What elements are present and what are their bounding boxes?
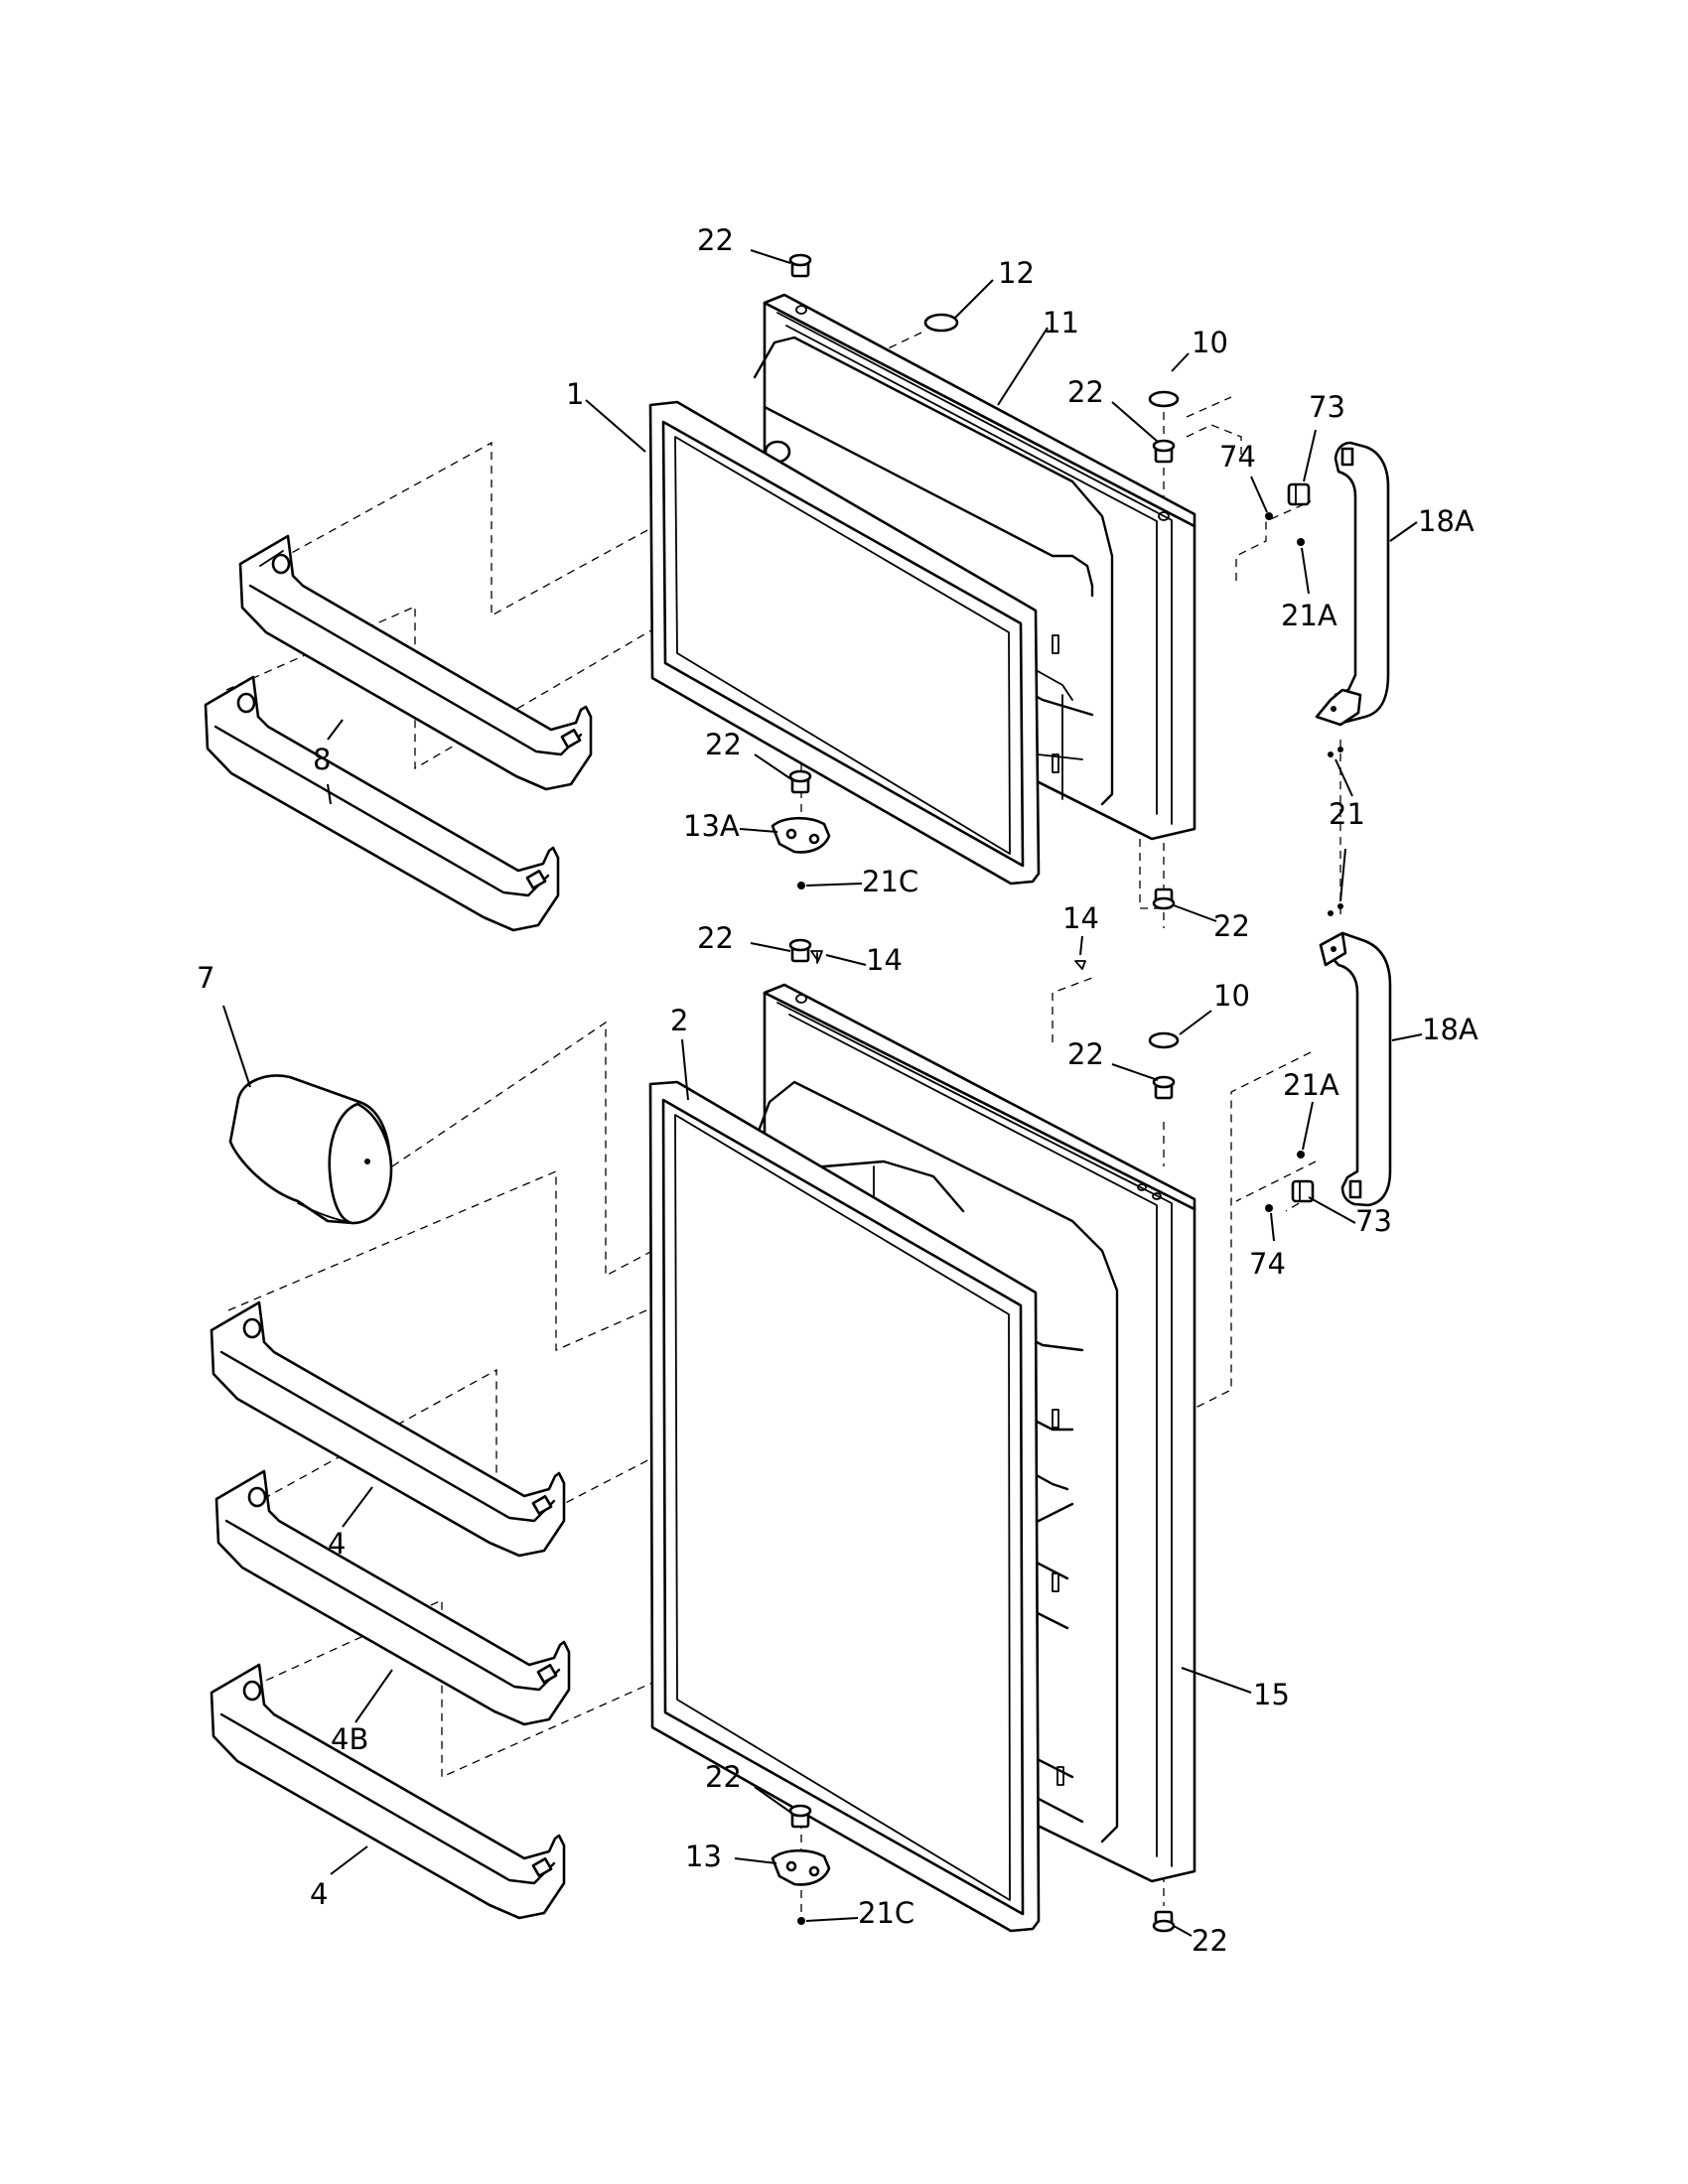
hardware: [771, 253, 1343, 1933]
shoulder-screw-fresh-right: [1152, 1075, 1176, 1100]
freezer-door-gasket: [648, 400, 1041, 886]
label-13A: 13A: [683, 809, 740, 843]
label-22-fresh-right: 22: [1192, 1924, 1228, 1958]
label-18A-lower: 18A: [1422, 1013, 1478, 1046]
label-22-lower-right: 22: [1067, 1037, 1104, 1071]
shoulder-screw-fresh-top: [788, 938, 812, 963]
label-15: 15: [1253, 1678, 1290, 1711]
shoulder-screw-freezer-bottom: [788, 769, 812, 794]
label-8: 8: [313, 743, 331, 776]
label-21C-lower: 21C: [858, 1896, 914, 1930]
label-2: 2: [670, 1004, 688, 1037]
label-4B: 4B: [331, 1722, 368, 1756]
clip-73-lower: [1291, 1179, 1315, 1203]
fresh-food-door-gasket: [648, 1080, 1041, 1933]
label-73-lower: 73: [1355, 1204, 1392, 1238]
shoulder-screw-freezer-lower-right: [1152, 887, 1176, 910]
label-22-freezer-right: 22: [1213, 909, 1250, 943]
label-21A-top: 21A: [1281, 599, 1337, 632]
door-bin-8-lower: [204, 675, 560, 932]
label-22-top: 22: [697, 223, 734, 257]
door-bin-4-lower: [210, 1663, 566, 1920]
door-bin-8-upper: [238, 534, 593, 791]
label-21C-top: 21C: [862, 865, 918, 898]
freezer-door: [753, 293, 1196, 841]
freezer-handle: [1315, 441, 1390, 727]
label-1: 1: [566, 377, 584, 411]
label-13: 13: [685, 1840, 722, 1873]
label-10-top: 10: [1192, 326, 1228, 359]
hinge-13A: [771, 816, 831, 854]
shoulder-screw-fresh-bottom: [788, 1804, 812, 1829]
label-74-top: 74: [1219, 440, 1256, 474]
label-21A-lower: 21A: [1283, 1068, 1339, 1102]
door-bin-4-upper: [210, 1300, 566, 1558]
door-bin-4B: [214, 1469, 571, 1726]
plug-12: [923, 313, 959, 333]
label-11: 11: [1043, 306, 1079, 340]
shoulder-screw-freezer-right: [1152, 439, 1176, 464]
label-74-lower: 74: [1249, 1247, 1286, 1281]
label-22-fresh-hinge: 22: [705, 1760, 742, 1794]
fresh-food-handle: [1319, 931, 1392, 1207]
plug-10-lower: [1148, 1031, 1180, 1049]
label-21: 21: [1329, 797, 1365, 831]
label-4-upper: 4: [328, 1527, 346, 1561]
label-18A-top: 18A: [1418, 504, 1475, 538]
label-22-freezer-hinge: 22: [705, 728, 742, 761]
hinge-13: [771, 1848, 831, 1886]
label-22-upper-right: 22: [1067, 375, 1104, 409]
leader-lines: [222, 249, 1423, 1937]
shoulder-screw-top-freezer: [788, 253, 812, 278]
label-14-b: 14: [866, 943, 903, 977]
callout-labels: 22 12 11 10 22 1 73 74 18A 21A 8 22 13A …: [197, 223, 1478, 1958]
plug-10-upper: [1148, 390, 1180, 408]
label-12: 12: [998, 256, 1035, 290]
label-4-lower: 4: [310, 1877, 328, 1911]
label-22-fresh-top: 22: [697, 921, 734, 955]
dairy-bin: [228, 1074, 393, 1225]
label-7: 7: [197, 961, 214, 995]
label-14-a: 14: [1062, 901, 1099, 935]
clip-73-upper: [1287, 482, 1311, 506]
label-73-top: 73: [1309, 390, 1345, 424]
shoulder-screw-fresh-lower-right: [1152, 1910, 1176, 1933]
label-10-lower: 10: [1213, 979, 1250, 1013]
